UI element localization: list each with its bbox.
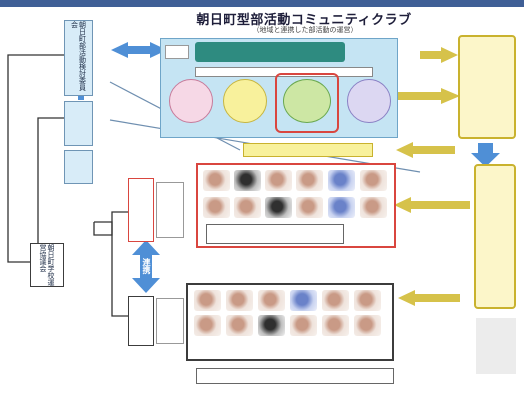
top-header-bar [0,0,524,7]
linkage-label: 連携 [142,258,151,274]
photo-thumbnail [226,315,253,336]
page-subtitle: （地域と連携した部活動の運営） [252,26,358,34]
left-bottom-box: 朝日町学校運営協議会 [30,243,64,287]
photo-thumbnail [203,197,230,218]
placeholder-image [476,318,516,374]
photo-thumbnail [194,290,221,311]
club-cloud-4 [347,79,391,123]
photo-thumbnail [258,315,285,336]
photo-thumbnail [296,197,323,218]
page-title: 朝日町型部活動コミュニティクラブ [196,13,412,28]
photo-thumbnail [290,290,317,311]
club-cloud-3 [283,79,331,123]
upper-photo-caption [206,224,344,244]
left-top-box: 朝日町部活動検討委員会 [64,20,93,96]
photo-thumbnail [203,170,230,191]
photo-thumbnail [226,290,253,311]
photo-thumbnail [265,170,292,191]
photo-thumbnail [258,290,285,311]
photo-thumbnail [328,170,355,191]
left-mid-box [64,101,93,146]
right-top-box [458,35,516,139]
photo-thumbnail [290,315,317,336]
photo-thumbnail [194,315,221,336]
photo-thumbnail [360,197,387,218]
right-bottom-box [474,164,516,309]
photo-thumbnail [322,290,349,311]
photo-thumbnail [234,197,261,218]
photo-thumbnail [354,315,381,336]
photo-thumbnail [265,197,292,218]
club-highlight-box [275,73,339,133]
lower-photo-panel [186,283,394,361]
club-cloud-1 [169,79,213,123]
lower-photo-caption [196,368,394,384]
upper-panel-sublabel [156,182,184,238]
club-header-box [195,42,345,62]
upper-photo-panel [196,163,396,248]
club-cloud-2 [223,79,267,123]
photo-thumbnail [328,197,355,218]
lower-panel-sublabel [156,298,184,344]
club-tag [165,45,189,59]
photo-thumbnail [322,315,349,336]
photo-thumbnail [296,170,323,191]
lower-panel-label [128,296,154,346]
photo-thumbnail [354,290,381,311]
club-panel [160,38,398,138]
upper-panel-label [128,178,154,242]
photo-thumbnail [360,170,387,191]
club-stripe-bar [195,67,373,77]
coordinator-bar [243,143,373,157]
photo-thumbnail [234,170,261,191]
left-small-box [64,150,93,184]
